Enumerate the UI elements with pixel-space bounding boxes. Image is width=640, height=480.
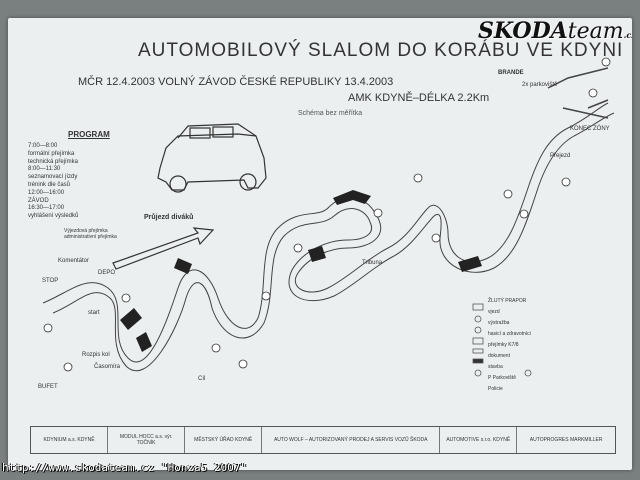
legend-item: hasicí a zdravotníci (488, 331, 531, 337)
label-vyjezd: Výjezdová přejímka administrativní přejí… (64, 228, 117, 240)
label-prejezd: Přejezd (550, 153, 571, 159)
map-markers (43, 57, 611, 372)
paper-sheet: AUTOMOBILOVÝ SLALOM DO KORÁBU VE KDYNI M… (8, 18, 632, 470)
legend-item: ŽLUTÝ PRAPOR (488, 298, 527, 304)
page-subtitle: MČR 12.4.2003 VOLNÝ ZÁVOD ČESKÉ REPUBLIK… (78, 76, 394, 88)
access-road (547, 67, 609, 119)
label-depo: DEPO (98, 270, 116, 276)
legend-symbols (472, 303, 532, 377)
label-cil: Cíl (198, 376, 206, 382)
sponsor-cell: MĚSTSKÝ ÚŘAD KDYNĚ (185, 427, 263, 453)
program-line: technická přejímka (28, 158, 79, 165)
sponsor-cell: KDYNIUM a.s. KDYNĚ (31, 427, 109, 453)
label-prujezd: Průjezd diváků (144, 214, 194, 221)
watermark-url: http://www.skodateam.cz "Honza5 2007" (2, 461, 248, 474)
label-komentator: Komentátor (58, 258, 90, 264)
organizer-line: AMK KDYNĚ–DÉLKA 2.2Km (348, 92, 490, 104)
sponsor-cell: AUTOMOTIVE s.r.o. KDYNĚ (440, 427, 518, 453)
program-line: 7:00—8:00 (28, 143, 58, 149)
program-line: trénink dle časů (28, 181, 71, 188)
program-line: 12:00—16:00 (28, 189, 65, 196)
skodateam-logo: SKODAteam.cz (478, 18, 632, 44)
sponsor-cell: AUTO WOLF – AUTORIZOVANÝ PRODEJ A SERVIS… (262, 427, 441, 453)
program-heading: PROGRAM (68, 130, 110, 139)
sponsor-cell: MODUL HOCC a.s. výr. TOČNÍK (108, 427, 186, 453)
program-block: PROGRAM 7:00—8:00 formální přejímka tech… (28, 130, 158, 221)
legend-item: Policie (488, 386, 503, 392)
legend-item: dokument (488, 353, 510, 359)
label-casomira: Časomíra (94, 364, 121, 370)
label-rozpis: Rozpis kol (82, 352, 110, 358)
map-legend: ŽLUTÝ PRAPOR vjezd výstražba hasicí a zd… (488, 298, 531, 397)
program-line: seznamovací jízdy (28, 174, 78, 181)
label-tribuna: Tribuna (362, 260, 383, 266)
direction-arrow (112, 227, 215, 270)
brande-label: BRANDE (498, 70, 524, 76)
label-parkoviste: 2x parkoviště (522, 82, 558, 88)
sponsor-footer: KDYNIUM a.s. KDYNĚ MODUL HOCC a.s. výr. … (30, 426, 616, 454)
sponsor-cell: AUTOPROGRES MARKMILLER (529, 437, 603, 443)
program-line: formální přejímka (28, 150, 75, 157)
mini-car-drawing (157, 123, 267, 193)
label-stop: STOP (42, 278, 59, 284)
legend-item: přejímky K7/8 (488, 342, 519, 348)
page-title: AUTOMOBILOVÝ SLALOM DO KORÁBU VE KDYNI (138, 40, 624, 61)
track-outline (42, 102, 615, 372)
program-line: vyhlášení výsledků (28, 213, 79, 220)
label-konec: KONEC ZÓNY (570, 126, 610, 132)
label-start: start (88, 310, 100, 316)
legend-item: vjezd (488, 309, 500, 315)
track-map (42, 57, 615, 377)
program-line: 16:30—17:00 (28, 205, 65, 212)
legend-item: P Parkoviště (488, 375, 516, 381)
legend-item: výstražba (488, 320, 510, 326)
program-line: 8:00—11:30 (28, 166, 61, 173)
scale-note: Schéma bez měřítka (298, 110, 363, 117)
program-line: ZÁVOD (28, 197, 49, 204)
track-barriers (120, 190, 482, 352)
legend-item: stavba (488, 364, 503, 370)
label-bufet: BUFET (38, 384, 58, 390)
